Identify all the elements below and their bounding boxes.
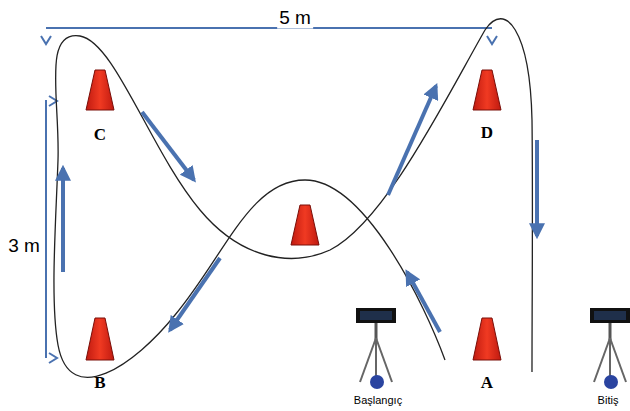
dimension-label: 3 m	[6, 236, 42, 257]
cone-label: C	[92, 126, 108, 145]
running-path	[54, 19, 532, 378]
direction-arrow	[63, 86, 537, 332]
cone-label: D	[479, 124, 495, 143]
timing-gate	[590, 308, 630, 389]
cone-label: A	[479, 374, 495, 393]
finish-label: Bitiş	[596, 394, 621, 406]
cone	[86, 70, 501, 360]
dimension-label: 5 m	[277, 8, 313, 29]
dimension-line	[41, 28, 497, 44]
cone-label: B	[92, 374, 107, 393]
start-label: Başlangıç	[352, 394, 404, 406]
timing-gate	[356, 308, 396, 389]
